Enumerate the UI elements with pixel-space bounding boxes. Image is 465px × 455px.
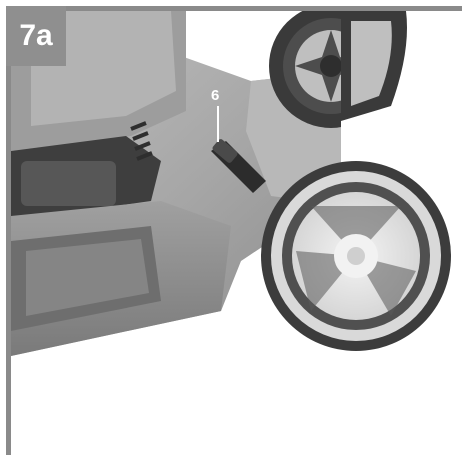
- callout-label-6: 6: [211, 87, 220, 104]
- frame-top-border: [6, 6, 462, 11]
- callout-leader-line: [217, 106, 219, 142]
- lawnmower-photo: [11, 11, 462, 361]
- figure-number-badge: 7a: [6, 6, 66, 66]
- figure-number: 7a: [19, 19, 53, 52]
- frame-left-border: [6, 6, 11, 455]
